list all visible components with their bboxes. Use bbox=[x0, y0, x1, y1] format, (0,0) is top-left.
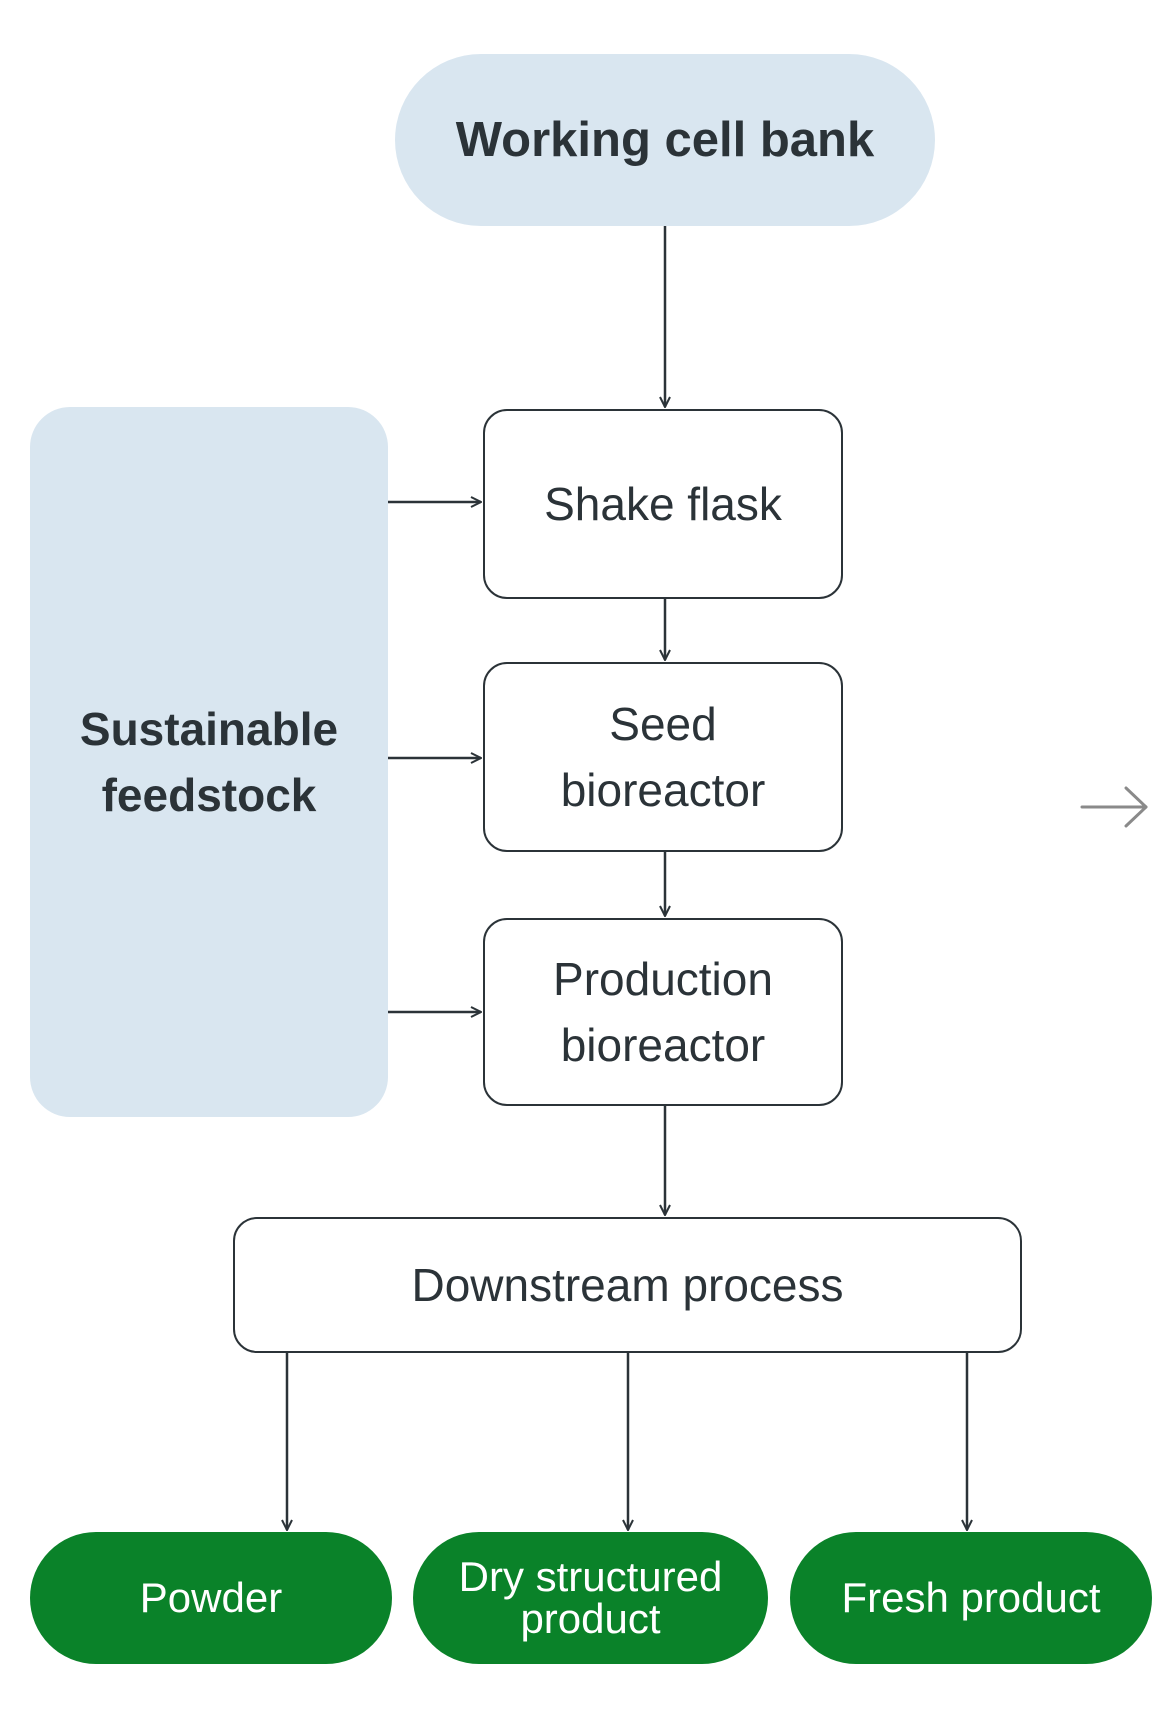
node-seed-bioreactor: Seed bioreactor bbox=[483, 662, 843, 852]
node-dry-structured-product: Dry structured product bbox=[413, 1532, 768, 1664]
node-fresh-product: Fresh product bbox=[790, 1532, 1152, 1664]
node-label: Powder bbox=[139, 1574, 283, 1621]
node-label: Fresh product bbox=[841, 1574, 1101, 1621]
node-label: Seed bioreactor bbox=[560, 698, 766, 816]
node-label: Working cell bank bbox=[455, 113, 875, 167]
node-downstream-process: Downstream process bbox=[233, 1217, 1022, 1353]
arrow-right-icon[interactable] bbox=[1078, 782, 1152, 832]
node-label: Production bioreactor bbox=[553, 953, 773, 1071]
node-powder: Powder bbox=[30, 1532, 392, 1664]
node-label: Downstream process bbox=[411, 1259, 844, 1311]
node-label: Dry structured product bbox=[458, 1553, 723, 1642]
node-label: Shake flask bbox=[544, 478, 782, 530]
node-sustainable-feedstock: Sustainable feedstock bbox=[30, 407, 388, 1117]
node-working-cell-bank: Working cell bank bbox=[395, 54, 935, 226]
node-shake-flask: Shake flask bbox=[483, 409, 843, 599]
node-label: Sustainable feedstock bbox=[79, 703, 339, 821]
node-production-bioreactor: Production bioreactor bbox=[483, 918, 843, 1106]
